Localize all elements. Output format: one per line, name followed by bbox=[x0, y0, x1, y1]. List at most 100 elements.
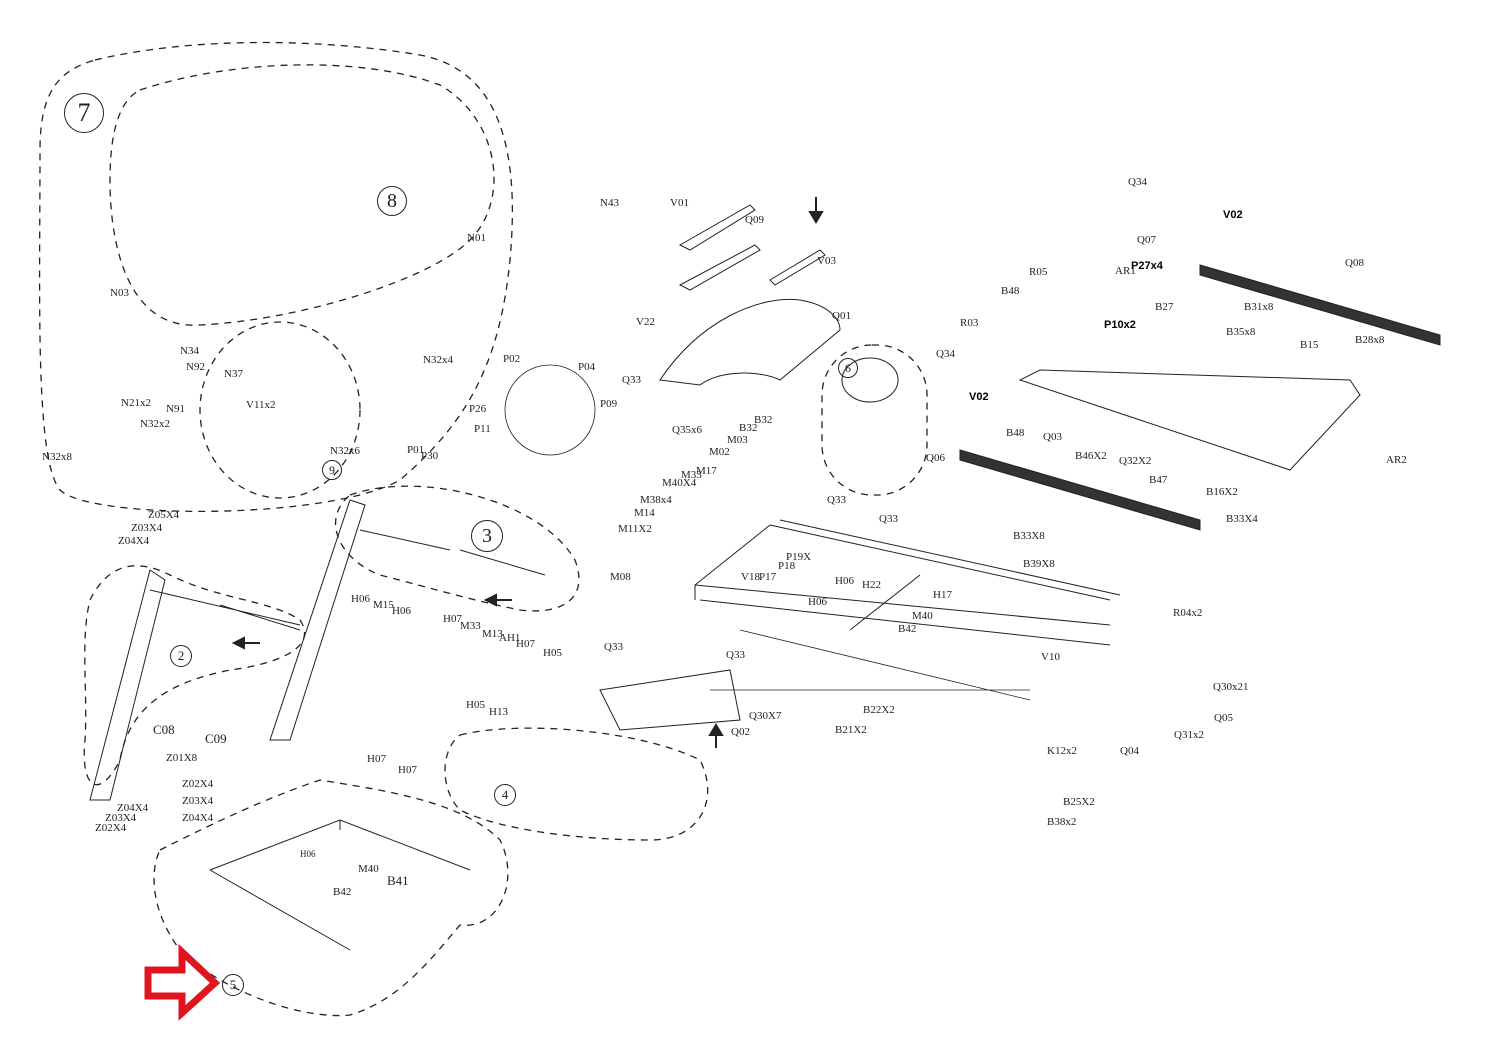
part-label: B16X2 bbox=[1206, 486, 1238, 498]
side-rail-right bbox=[1199, 264, 1441, 346]
arrow-left-icon bbox=[231, 636, 260, 650]
group-5-marker: 5 bbox=[222, 974, 244, 996]
group-2-marker: 2 bbox=[170, 645, 192, 667]
part-label: M11X2 bbox=[618, 523, 652, 535]
part-label: Z03X4 bbox=[105, 812, 137, 824]
part-label: H06 bbox=[351, 593, 370, 605]
part-label: P10x2 bbox=[1104, 319, 1136, 331]
part-label: Z02X4 bbox=[95, 822, 127, 834]
part-label: B47 bbox=[1149, 474, 1168, 486]
base-frame bbox=[209, 819, 471, 951]
part-label: V02 bbox=[969, 391, 989, 403]
group-3-marker: 3 bbox=[471, 520, 503, 552]
part-label: K12x2 bbox=[1047, 745, 1077, 757]
group-9-marker: 9 bbox=[322, 460, 342, 480]
group-7-marker: 7 bbox=[64, 93, 104, 133]
part-label: N43 bbox=[600, 197, 619, 209]
part-label: B31x8 bbox=[1244, 301, 1274, 313]
part-label: Q02 bbox=[731, 726, 750, 738]
part-label: B41 bbox=[387, 873, 409, 888]
part-label: H05 bbox=[543, 647, 562, 659]
part-label: P30 bbox=[421, 450, 439, 462]
part-label: M17 bbox=[696, 465, 717, 477]
part-label: N21x2 bbox=[121, 397, 151, 409]
part-label: V10 bbox=[1041, 651, 1060, 663]
part-label: V03 bbox=[817, 255, 836, 267]
motor-hood bbox=[659, 298, 841, 386]
part-label: V02 bbox=[1223, 209, 1243, 221]
part-label: H07 bbox=[398, 764, 417, 776]
part-label: N03 bbox=[110, 287, 129, 299]
part-label: Q08 bbox=[1345, 257, 1364, 269]
part-label: B15 bbox=[1300, 339, 1319, 351]
arrow-left-icon bbox=[483, 593, 512, 607]
part-label: Q31x2 bbox=[1174, 729, 1204, 741]
part-label: Q33 bbox=[622, 374, 641, 386]
part-label: B48 bbox=[1001, 285, 1020, 297]
part-label: B28x8 bbox=[1355, 334, 1385, 346]
part-label: Z01X8 bbox=[166, 752, 198, 764]
part-label: Q34 bbox=[936, 348, 955, 360]
part-label: B33X4 bbox=[1226, 513, 1258, 525]
part-label: Q33 bbox=[827, 494, 846, 506]
motor bbox=[841, 357, 899, 403]
part-label: P18 bbox=[778, 560, 796, 572]
part-label: Z04X4 bbox=[117, 802, 149, 814]
part-label: Z04X4 bbox=[118, 535, 150, 547]
motor-cover-bottom bbox=[599, 669, 741, 731]
group-4-outline bbox=[444, 727, 709, 841]
part-label: AR1 bbox=[1115, 265, 1136, 277]
part-label: P17 bbox=[759, 571, 777, 583]
part-label: Q33 bbox=[726, 649, 745, 661]
group-8-outline bbox=[109, 64, 495, 326]
part-label: H06 bbox=[392, 605, 411, 617]
left-upright bbox=[89, 569, 166, 801]
part-label: N32x4 bbox=[423, 354, 453, 366]
part-label: Q30x21 bbox=[1213, 681, 1249, 693]
part-label: Q05 bbox=[1214, 712, 1233, 724]
arrow-down-icon bbox=[808, 197, 824, 224]
part-label: B21X2 bbox=[835, 724, 867, 736]
part-label: Z05X4 bbox=[148, 509, 180, 521]
part-label: M38x4 bbox=[640, 494, 672, 506]
group-4-marker: 4 bbox=[494, 784, 516, 806]
group-7-outline bbox=[38, 41, 513, 513]
part-label: M40X4 bbox=[662, 477, 697, 489]
part-label: V18 bbox=[741, 571, 760, 583]
arrow-up-icon bbox=[708, 723, 724, 748]
part-label: AH1 bbox=[499, 632, 521, 644]
part-label: B22X2 bbox=[863, 704, 895, 716]
part-label: P19X bbox=[786, 551, 812, 563]
part-label: M14 bbox=[634, 507, 655, 519]
part-label: R04x2 bbox=[1173, 607, 1203, 619]
part-label: Q34 bbox=[1128, 176, 1147, 188]
group-2-outline bbox=[83, 565, 306, 786]
group-3-outline bbox=[334, 485, 580, 612]
part-label: Q04 bbox=[1120, 745, 1139, 757]
part-label: B32 bbox=[754, 414, 773, 426]
frame-crossbar bbox=[710, 629, 1031, 701]
deck-board bbox=[1018, 369, 1361, 471]
part-label: B48 bbox=[1006, 427, 1025, 439]
part-label: M33 bbox=[460, 620, 481, 632]
part-label: B42 bbox=[898, 623, 917, 635]
part-label: H22 bbox=[862, 579, 881, 591]
part-label: H07 bbox=[443, 613, 462, 625]
part-label: B46X2 bbox=[1075, 450, 1107, 462]
part-label: H07 bbox=[516, 638, 535, 650]
group-6-outline bbox=[821, 344, 928, 496]
part-label: M40 bbox=[358, 863, 379, 875]
part-label: B32 bbox=[739, 422, 758, 434]
part-label: M40 bbox=[912, 610, 933, 622]
wiring-harness-circle bbox=[504, 364, 596, 456]
part-label: N37 bbox=[224, 368, 243, 380]
part-label: Q06 bbox=[926, 452, 945, 464]
part-label: R03 bbox=[960, 317, 979, 329]
part-label: N32x6 bbox=[330, 445, 360, 457]
part-label: B35x8 bbox=[1226, 326, 1256, 338]
part-label: Q35x6 bbox=[672, 424, 702, 436]
part-label: N01 bbox=[467, 232, 486, 244]
part-label: N32x8 bbox=[42, 451, 72, 463]
part-label: P11 bbox=[474, 423, 491, 435]
